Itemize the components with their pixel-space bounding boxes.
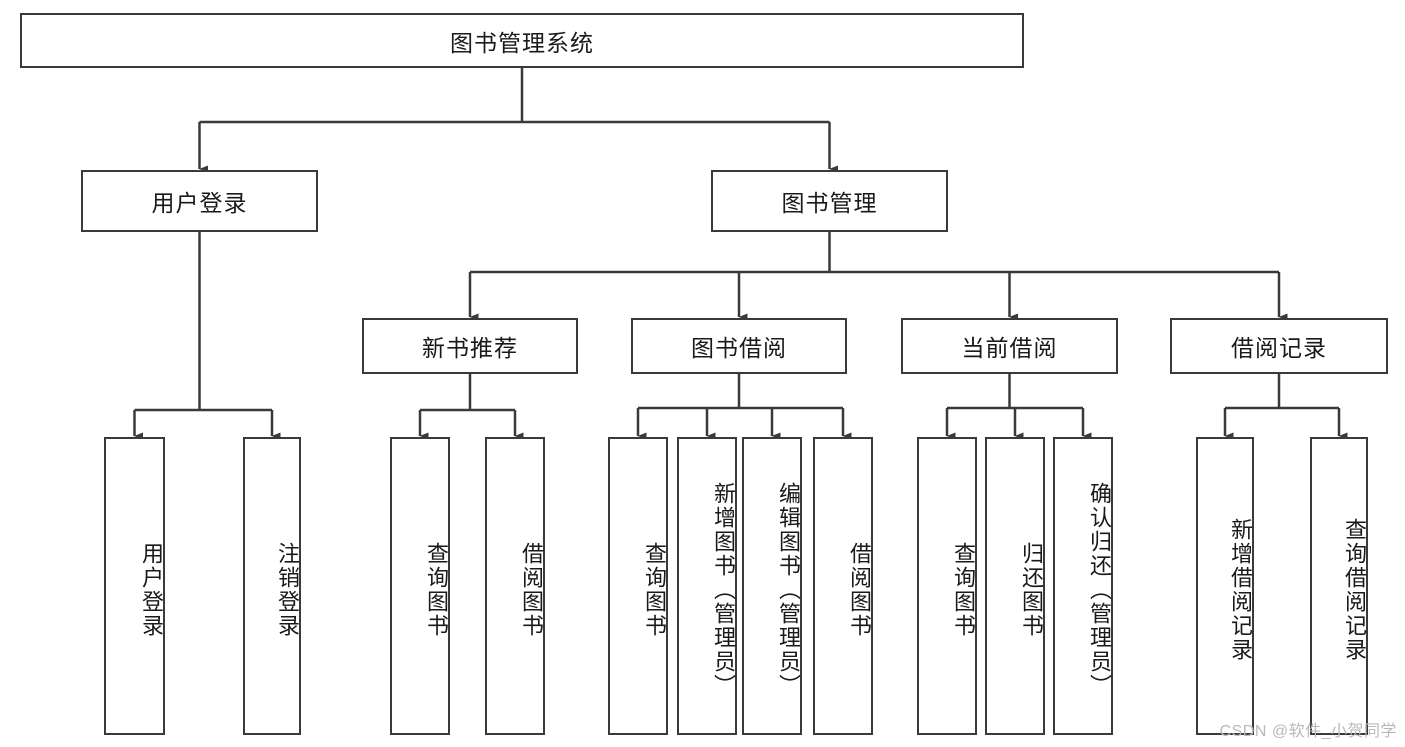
node-label: 新书推荐 <box>422 335 518 361</box>
node-label: 图书管理系统 <box>450 29 594 56</box>
node-leaf-add-book[interactable]: 新增图书（管理员） <box>677 437 737 735</box>
node-label: 图书借阅 <box>691 335 787 361</box>
node-label: 当前借阅 <box>961 335 1058 361</box>
node-leaf-edit-book[interactable]: 编辑图书（管理员） <box>742 437 802 735</box>
node-label: 新增图书（管理员） <box>711 482 736 698</box>
node-label: 借阅图书 <box>847 542 872 638</box>
node-label: 编辑图书（管理员） <box>776 482 801 698</box>
node-book-manage[interactable]: 图书管理 <box>711 170 948 232</box>
node-label: 查询图书 <box>951 542 976 638</box>
node-leaf-user-login[interactable]: 用户登录 <box>104 437 165 735</box>
node-label: 查询图书 <box>424 542 449 638</box>
node-label: 用户登录 <box>151 190 248 216</box>
node-label: 注销登录 <box>275 542 300 638</box>
node-label: 归还图书 <box>1019 542 1044 638</box>
node-new-book-recommend[interactable]: 新书推荐 <box>362 318 578 374</box>
csdn-watermark: CSDN @软件_小贺同学 <box>1219 723 1397 740</box>
node-user-login[interactable]: 用户登录 <box>81 170 318 232</box>
node-label: 确认归还（管理员） <box>1087 482 1112 698</box>
node-leaf-logout-login[interactable]: 注销登录 <box>243 437 301 735</box>
node-leaf-borrow-book-1[interactable]: 借阅图书 <box>485 437 545 735</box>
node-label: 借阅图书 <box>519 542 544 638</box>
node-borrow-record[interactable]: 借阅记录 <box>1170 318 1388 374</box>
node-leaf-query-book-2[interactable]: 查询图书 <box>608 437 668 735</box>
node-label: 用户登录 <box>139 542 164 638</box>
node-leaf-borrow-book-2[interactable]: 借阅图书 <box>813 437 873 735</box>
node-leaf-confirm-return[interactable]: 确认归还（管理员） <box>1053 437 1113 735</box>
node-leaf-query-book-3[interactable]: 查询图书 <box>917 437 977 735</box>
node-leaf-return-book[interactable]: 归还图书 <box>985 437 1045 735</box>
node-label: 图书管理 <box>781 190 878 216</box>
node-label: 查询图书 <box>642 542 667 638</box>
node-label: 新增借阅记录 <box>1228 518 1253 662</box>
node-current-borrow[interactable]: 当前借阅 <box>901 318 1118 374</box>
node-leaf-add-borrow-record[interactable]: 新增借阅记录 <box>1196 437 1254 735</box>
node-label: 借阅记录 <box>1231 335 1327 361</box>
node-leaf-query-book-1[interactable]: 查询图书 <box>390 437 450 735</box>
node-leaf-query-borrow-record[interactable]: 查询借阅记录 <box>1310 437 1368 735</box>
node-book-borrow[interactable]: 图书借阅 <box>631 318 847 374</box>
node-root[interactable]: 图书管理系统 <box>20 13 1024 68</box>
node-label: 查询借阅记录 <box>1342 518 1367 662</box>
